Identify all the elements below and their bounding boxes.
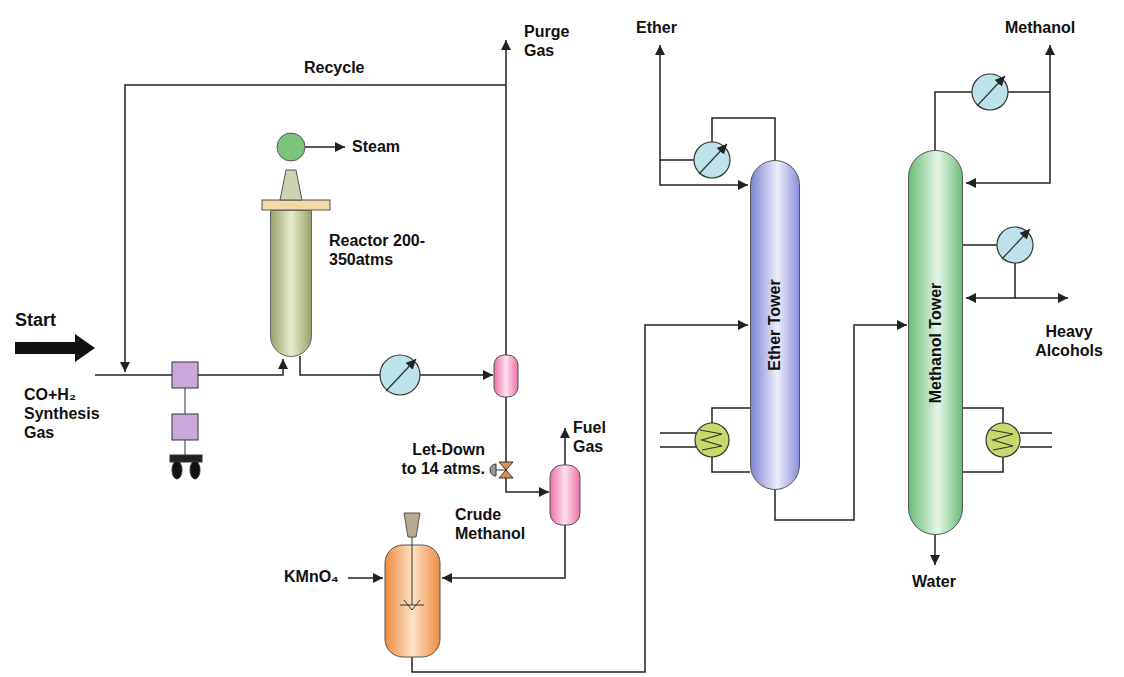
pipe-line <box>966 263 1015 298</box>
start-label: Start <box>15 310 85 332</box>
pipe-line <box>963 408 1003 423</box>
let-down-valve <box>490 464 496 476</box>
heat-exchanger <box>699 144 727 174</box>
heat-exchanger <box>386 359 416 391</box>
pipe-line <box>95 40 1068 672</box>
pipe-line <box>505 397 507 462</box>
reactor-vessel: Reactor 200-350atms <box>270 210 312 357</box>
pipe-line <box>420 374 493 376</box>
pipe-line <box>1020 433 1052 447</box>
stream-label: Fuel Gas <box>573 418 618 456</box>
pipe-line <box>963 244 997 246</box>
tower-name: Ether Tower <box>765 279 784 370</box>
compressor-symbol <box>190 461 200 479</box>
distillation-tower: Methanol Tower <box>908 150 963 535</box>
let-down-valve <box>490 462 513 478</box>
reboiler <box>991 430 1013 450</box>
pipe-line <box>660 45 694 160</box>
product-label: Ether <box>636 18 696 37</box>
reboiler <box>700 430 722 450</box>
reboiler <box>695 423 729 457</box>
pipe-line <box>712 408 750 423</box>
separator-vessel <box>494 355 580 525</box>
separator-vessel <box>550 465 580 525</box>
stream-label: Crude Methanol <box>455 505 539 543</box>
compressor-symbol <box>170 362 202 479</box>
let-down-valve <box>499 470 513 478</box>
pipe-line <box>934 535 936 565</box>
stream-label: CO+H₂ Synthesis Gas <box>24 385 106 443</box>
compressor-symbol <box>172 414 198 440</box>
heat-exchanger <box>1002 229 1030 259</box>
vessel-name: Reactor 200-350atms <box>329 231 439 269</box>
pipe-line <box>935 92 972 150</box>
heat-exchanger <box>977 76 1005 106</box>
stream-label: Purge Gas <box>524 22 579 60</box>
reactor-head <box>262 133 330 210</box>
reboiler <box>986 423 1020 457</box>
pipe-line <box>300 356 380 375</box>
pipe-line <box>305 146 345 148</box>
distillation-tower: Ether Tower <box>750 160 800 490</box>
heat-exchanger <box>694 142 730 178</box>
pipe-line <box>712 457 750 472</box>
compressor-symbol <box>172 362 198 388</box>
treatment-tank <box>404 513 420 537</box>
stream-label: Recycle <box>304 58 384 77</box>
reactor-head <box>277 133 305 161</box>
reboiler <box>695 423 1020 457</box>
start-arrow <box>15 334 95 362</box>
product-label: Water <box>912 572 972 591</box>
pipe-line <box>348 577 383 579</box>
stream-label: Steam <box>352 137 412 156</box>
compressor-symbol <box>185 440 186 455</box>
pipe-line <box>506 478 549 492</box>
heat-exchanger <box>380 355 420 395</box>
pipe-line <box>1008 45 1050 92</box>
treatment-tank <box>412 537 413 605</box>
pipe-line <box>505 40 507 355</box>
reactor-head <box>262 200 330 210</box>
product-label: Heavy Alcohols <box>1028 322 1110 360</box>
valve-label: Let-Down to 14 atms. <box>395 440 485 478</box>
pipe-line <box>412 325 748 672</box>
product-label: Methanol <box>1005 18 1095 37</box>
heat-exchanger <box>972 74 1008 110</box>
treatment-tank <box>400 600 424 610</box>
separator-vessel <box>494 355 518 397</box>
pipe-line <box>125 85 506 372</box>
compressor-symbol <box>170 455 202 462</box>
reactor-head <box>280 170 302 200</box>
compressor-symbol <box>185 388 186 414</box>
pipe-line <box>1015 297 1068 299</box>
pipe-line <box>963 457 1003 472</box>
treatment-tank <box>385 513 440 657</box>
let-down-valve <box>499 462 513 470</box>
reagent-label: KMnO₄ <box>284 567 346 586</box>
pipe-line <box>564 428 566 465</box>
tower-name: Methanol Tower <box>926 282 945 403</box>
compressor-symbol <box>172 461 182 479</box>
pipe-line <box>660 433 696 447</box>
start-arrow <box>15 334 95 362</box>
heat-exchanger <box>997 227 1033 263</box>
let-down-valve <box>496 470 506 471</box>
